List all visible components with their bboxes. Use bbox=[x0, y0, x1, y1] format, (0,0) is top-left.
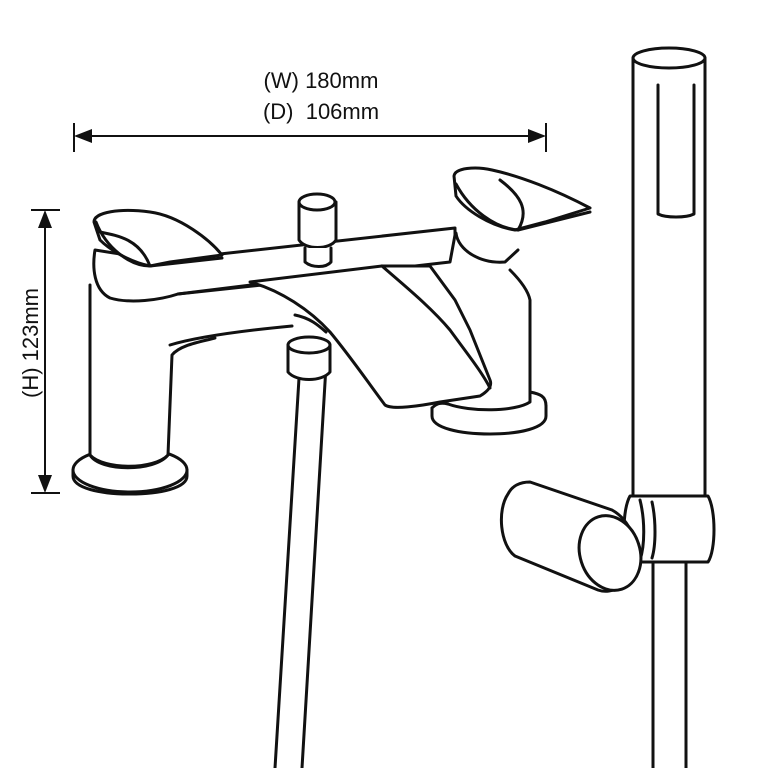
depth-label: (D) 106mm bbox=[263, 99, 379, 124]
diverter-knob bbox=[297, 192, 338, 268]
shower-handset bbox=[631, 46, 707, 502]
left-tap bbox=[71, 283, 217, 496]
right-lever-handle bbox=[452, 166, 592, 232]
wall-bracket bbox=[499, 480, 716, 593]
width-dimension-line bbox=[73, 123, 547, 152]
height-label: (H) 123mm bbox=[18, 288, 43, 398]
width-label: (W) 180mm bbox=[264, 68, 379, 93]
handset-hose bbox=[651, 558, 688, 770]
height-dimension-line bbox=[31, 209, 60, 494]
spout bbox=[248, 264, 493, 409]
right-tap bbox=[430, 231, 548, 436]
shower-hose bbox=[273, 335, 332, 770]
left-lever-handle bbox=[92, 208, 224, 268]
